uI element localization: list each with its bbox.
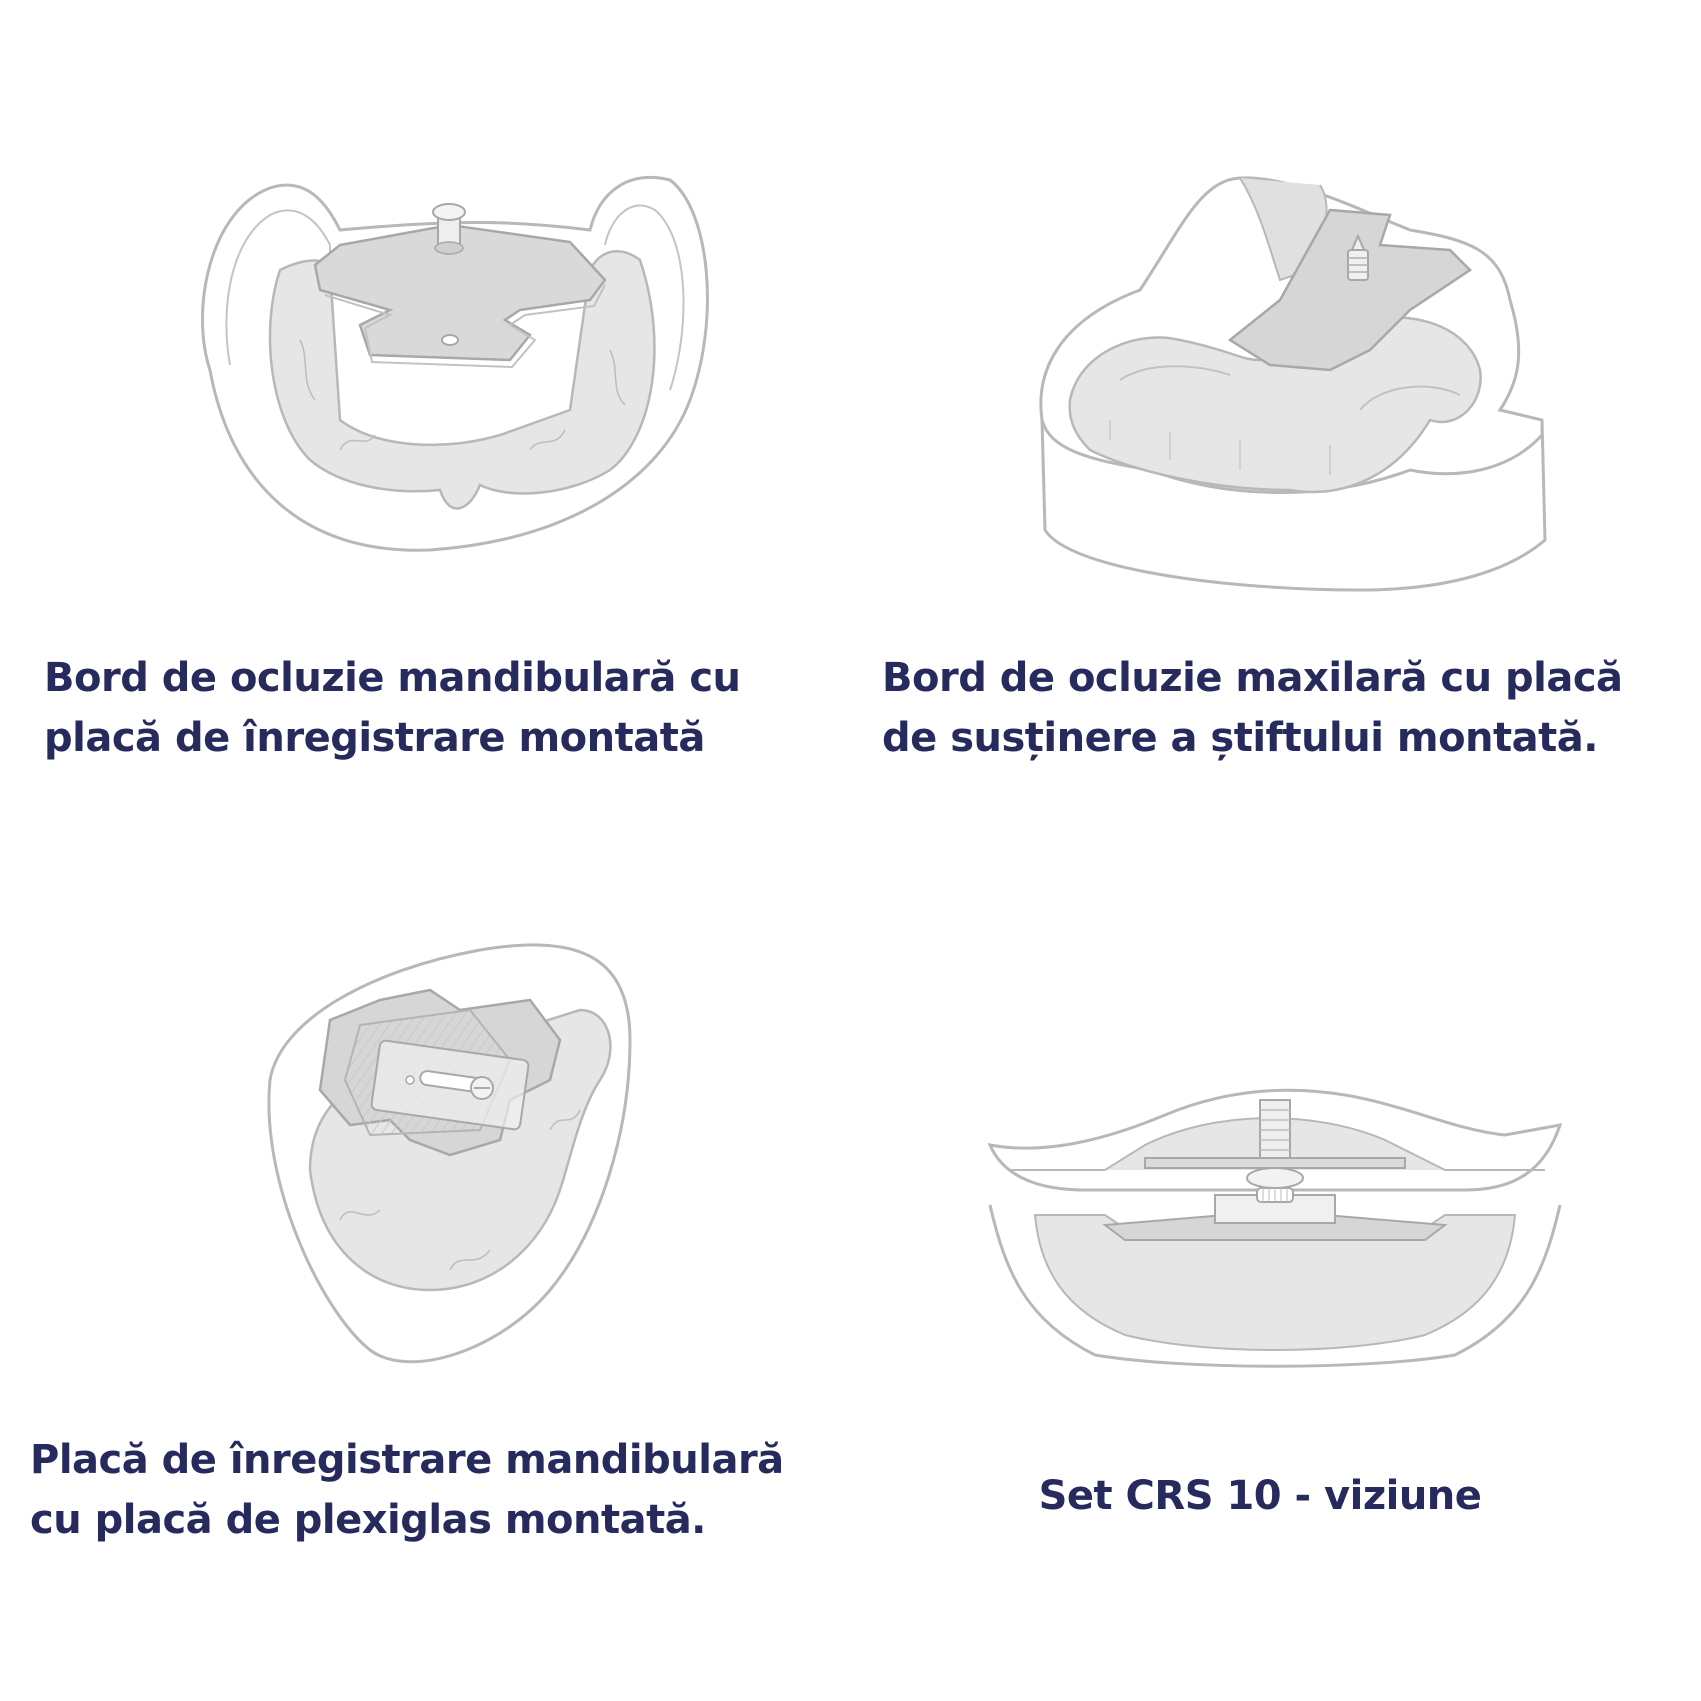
caption-crs-10-set: Set CRS 10 - viziune	[880, 1466, 1640, 1526]
caption-line: placă de înregistrare montată	[44, 715, 705, 761]
caption-line: Bord de ocluzie maxilară cu placă	[882, 655, 1623, 701]
crs-10-set-illustration	[985, 1070, 1565, 1370]
caption-line: de susținere a știftului montată.	[882, 715, 1598, 761]
plexiglass-plate-icon	[267, 943, 632, 1364]
caption-plexiglass-recording-plate: Placă de înregistrare mandibulară cu pla…	[30, 1430, 784, 1550]
caption-line: cu placă de plexiglas montată.	[30, 1497, 706, 1543]
plexiglass-recording-plate-illustration	[250, 930, 650, 1390]
caption-mandibular-occlusion-rim: Bord de ocluzie mandibulară cu placă de …	[44, 648, 741, 768]
crs-10-set-icon	[987, 1088, 1563, 1368]
caption-line: Placă de înregistrare mandibulară	[30, 1437, 784, 1483]
maxillary-occlusion-rim-icon	[1039, 176, 1547, 592]
caption-line: Set CRS 10 - viziune	[1038, 1473, 1482, 1519]
maxillary-occlusion-rim-illustration	[1030, 170, 1560, 610]
caption-maxillary-occlusion-rim: Bord de ocluzie maxilară cu placă de sus…	[882, 648, 1623, 768]
mandibular-occlusion-rim-icon	[201, 175, 709, 552]
mandibular-occlusion-rim-illustration	[150, 150, 710, 610]
caption-line: Bord de ocluzie mandibulară cu	[44, 655, 741, 701]
